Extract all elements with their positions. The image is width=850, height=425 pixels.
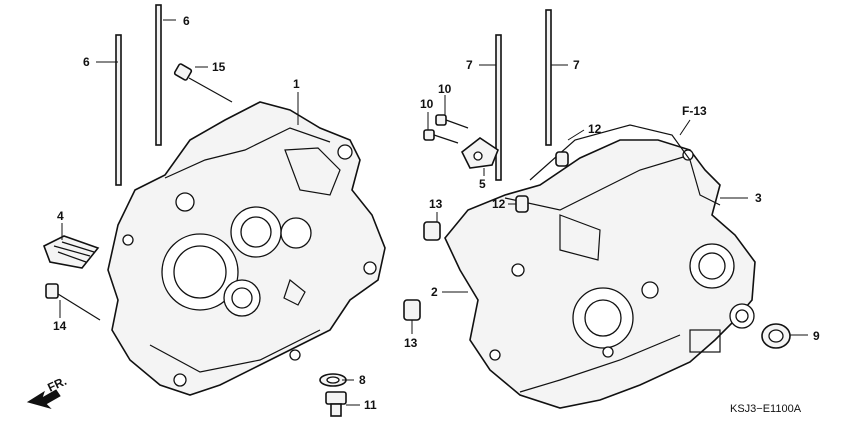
callout-7a: 7 bbox=[466, 58, 473, 72]
callout-14: 14 bbox=[53, 319, 67, 333]
left-crankcase bbox=[107, 101, 386, 396]
callout-2: 2 bbox=[431, 285, 438, 299]
callout-6a: 6 bbox=[83, 55, 90, 69]
front-arrow-icon bbox=[26, 389, 61, 409]
callout-10a: 10 bbox=[438, 82, 452, 96]
dowels-13 bbox=[403, 221, 441, 321]
reference-f13: F-13 bbox=[682, 104, 707, 118]
callout-11: 11 bbox=[364, 398, 377, 412]
stud-bolts-6 bbox=[115, 4, 162, 186]
callout-12b: 12 bbox=[492, 197, 506, 211]
bolts-10 bbox=[423, 114, 469, 144]
callout-15: 15 bbox=[212, 60, 226, 74]
leader-lines bbox=[59, 19, 808, 406]
drawing-code: KSJ3−E1100A bbox=[730, 403, 802, 415]
callout-1: 1 bbox=[293, 77, 300, 91]
drain-bolt-11 bbox=[325, 391, 347, 417]
callout-9: 9 bbox=[813, 329, 820, 343]
callout-3: 3 bbox=[755, 191, 762, 205]
direction-label: FR. bbox=[45, 374, 68, 395]
callout-4: 4 bbox=[57, 209, 64, 223]
washer-8 bbox=[319, 373, 347, 387]
screen-4 bbox=[42, 235, 100, 269]
callout-13b: 13 bbox=[404, 336, 418, 350]
stud-bolts-7 bbox=[495, 9, 552, 181]
callout-12a: 12 bbox=[588, 122, 602, 136]
callout-7b: 7 bbox=[573, 58, 580, 72]
dowels-12 bbox=[515, 151, 569, 213]
callout-8: 8 bbox=[359, 373, 366, 387]
bolt-15 bbox=[173, 63, 233, 103]
callout-5: 5 bbox=[479, 177, 486, 191]
callout-6b: 6 bbox=[183, 14, 190, 28]
right-crankcase bbox=[444, 139, 756, 409]
bolt-14 bbox=[45, 283, 101, 321]
callout-13a: 13 bbox=[429, 197, 443, 211]
callout-10b: 10 bbox=[420, 97, 434, 111]
gasket bbox=[529, 124, 721, 206]
seal-9 bbox=[761, 323, 791, 349]
bracket-5 bbox=[460, 137, 499, 169]
